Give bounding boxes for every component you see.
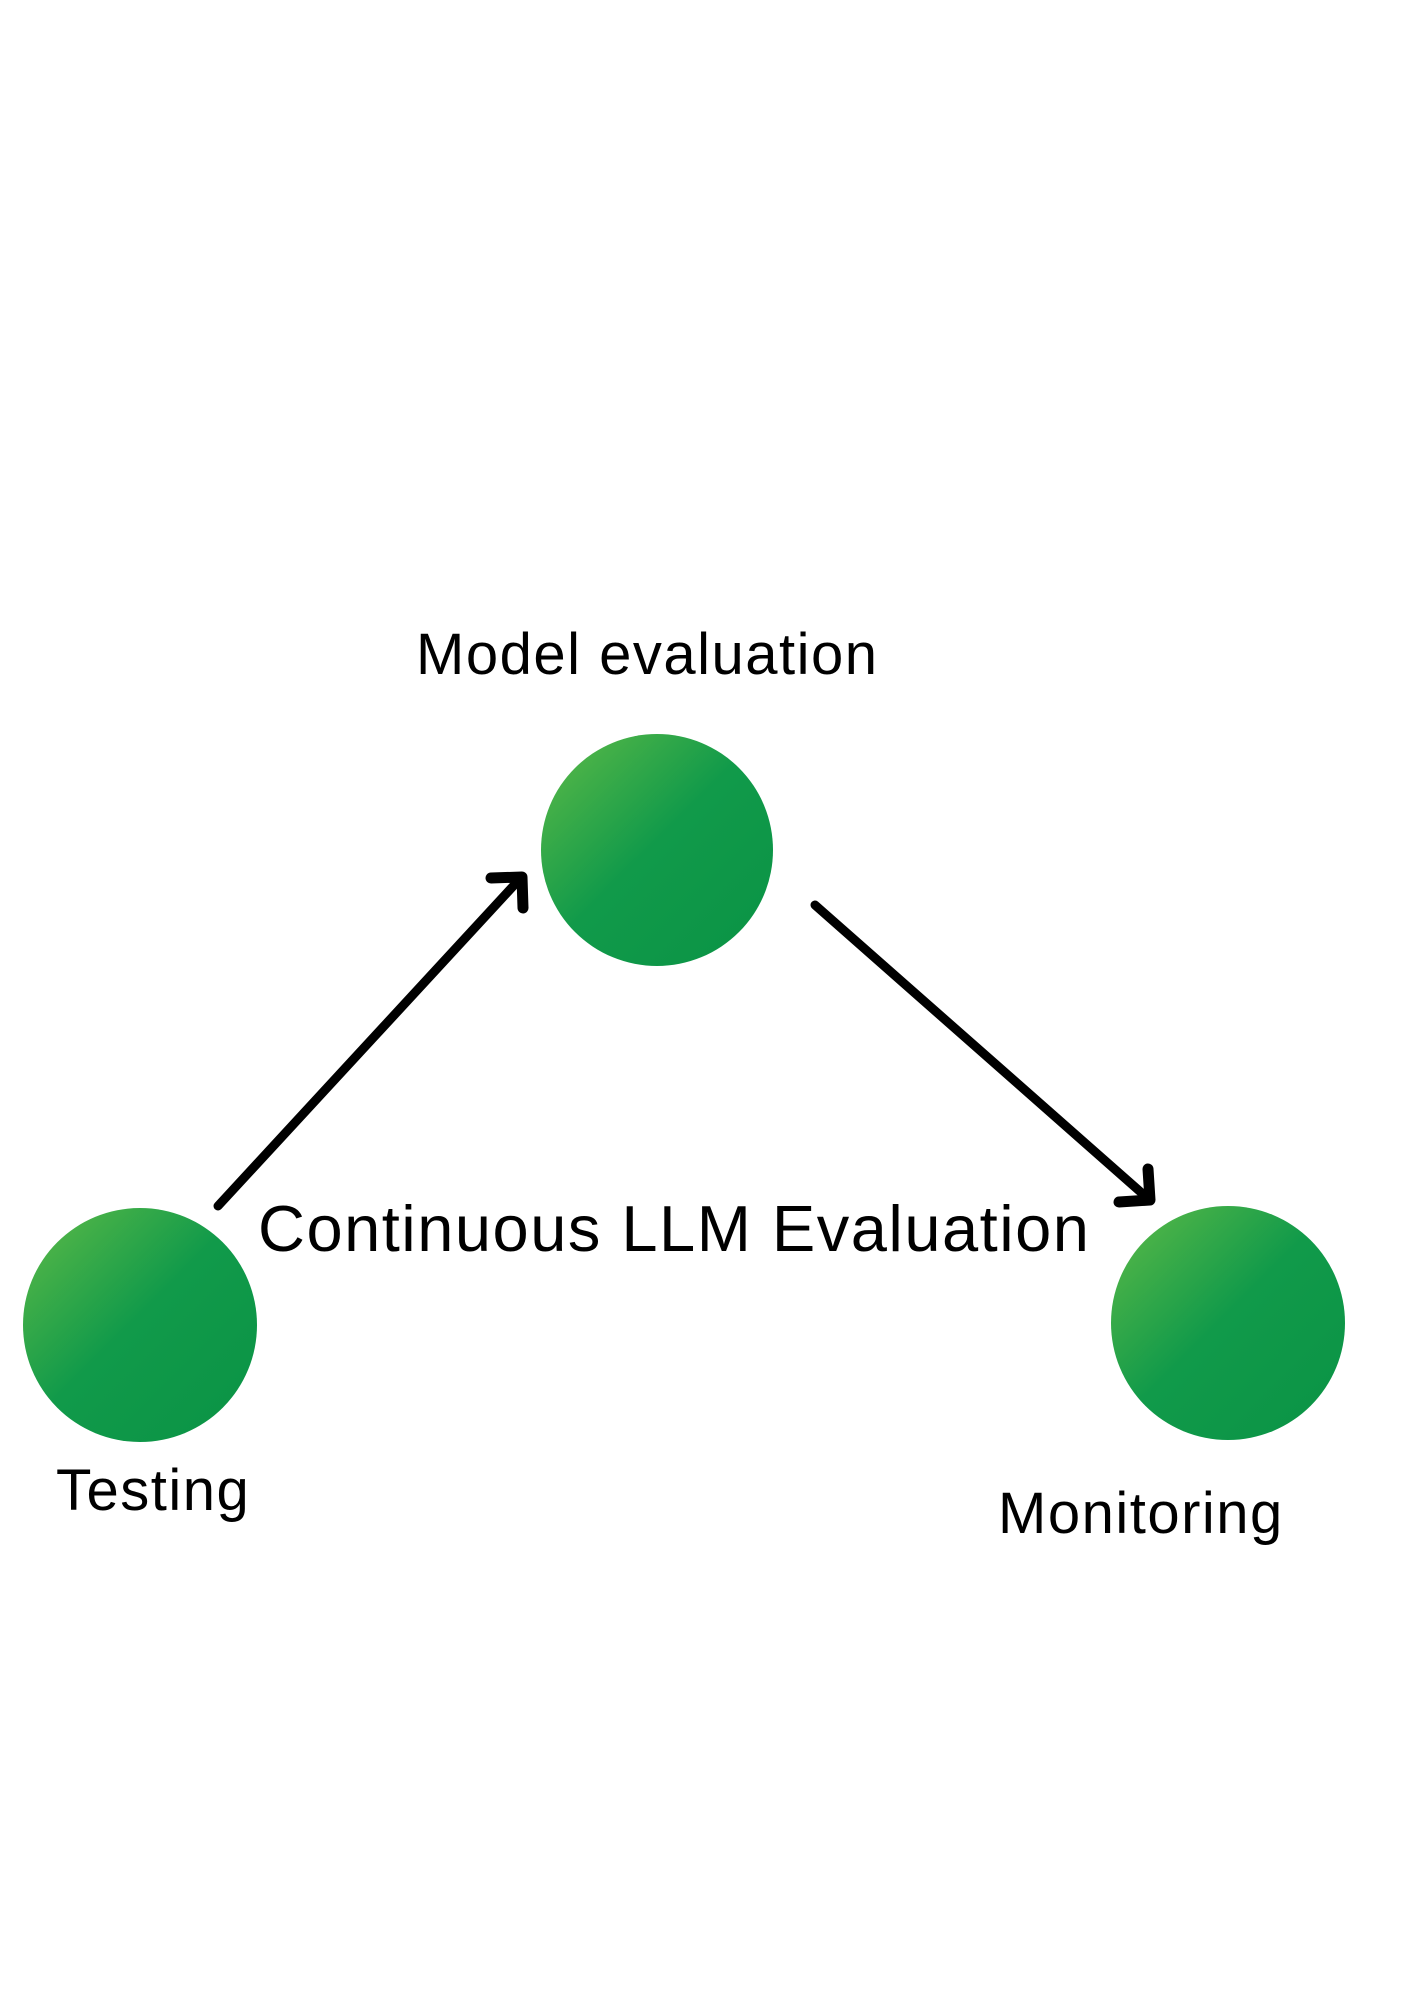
arrow-shaft [810,900,1149,1200]
testing-label: Testing [56,1458,251,1523]
arrow-shaft [213,877,522,1211]
arrow-head-icon [1113,1163,1156,1208]
arrow-testing-to-model-evaluation [213,871,529,1211]
testing-node-circle [23,1208,257,1442]
monitoring-label: Monitoring [998,1481,1284,1546]
arrow-model-evaluation-to-monitoring [810,900,1156,1208]
model-evaluation-node-circle [541,734,773,966]
monitoring-node-circle [1111,1206,1345,1440]
model-evaluation-label: Model evaluation [416,622,879,687]
arrow-head-icon [485,871,529,914]
diagram-title: Continuous LLM Evaluation [258,1192,1091,1265]
